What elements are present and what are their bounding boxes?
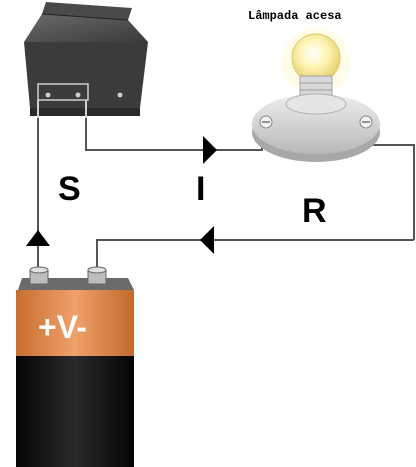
switch-label: S [58, 170, 81, 208]
arrow-right-top [203, 136, 217, 164]
wire-right [369, 125, 415, 240]
wire-top [85, 118, 263, 151]
lamp-caption: Lâmpada acesa [248, 9, 342, 23]
wire-bottom [96, 239, 414, 270]
battery-icon [16, 266, 134, 467]
battery-terminal-positive [29, 266, 49, 285]
arrow-up-left [26, 230, 50, 246]
resistance-label: R [302, 192, 327, 230]
current-label: I [196, 170, 205, 208]
battery-terminal-negative [87, 266, 107, 285]
battery-label: +V- [38, 309, 87, 345]
light-bulb-icon [252, 28, 380, 162]
current-arrows [26, 136, 217, 254]
rocker-switch-icon [24, 2, 148, 118]
arrow-left-bottom [200, 226, 214, 254]
